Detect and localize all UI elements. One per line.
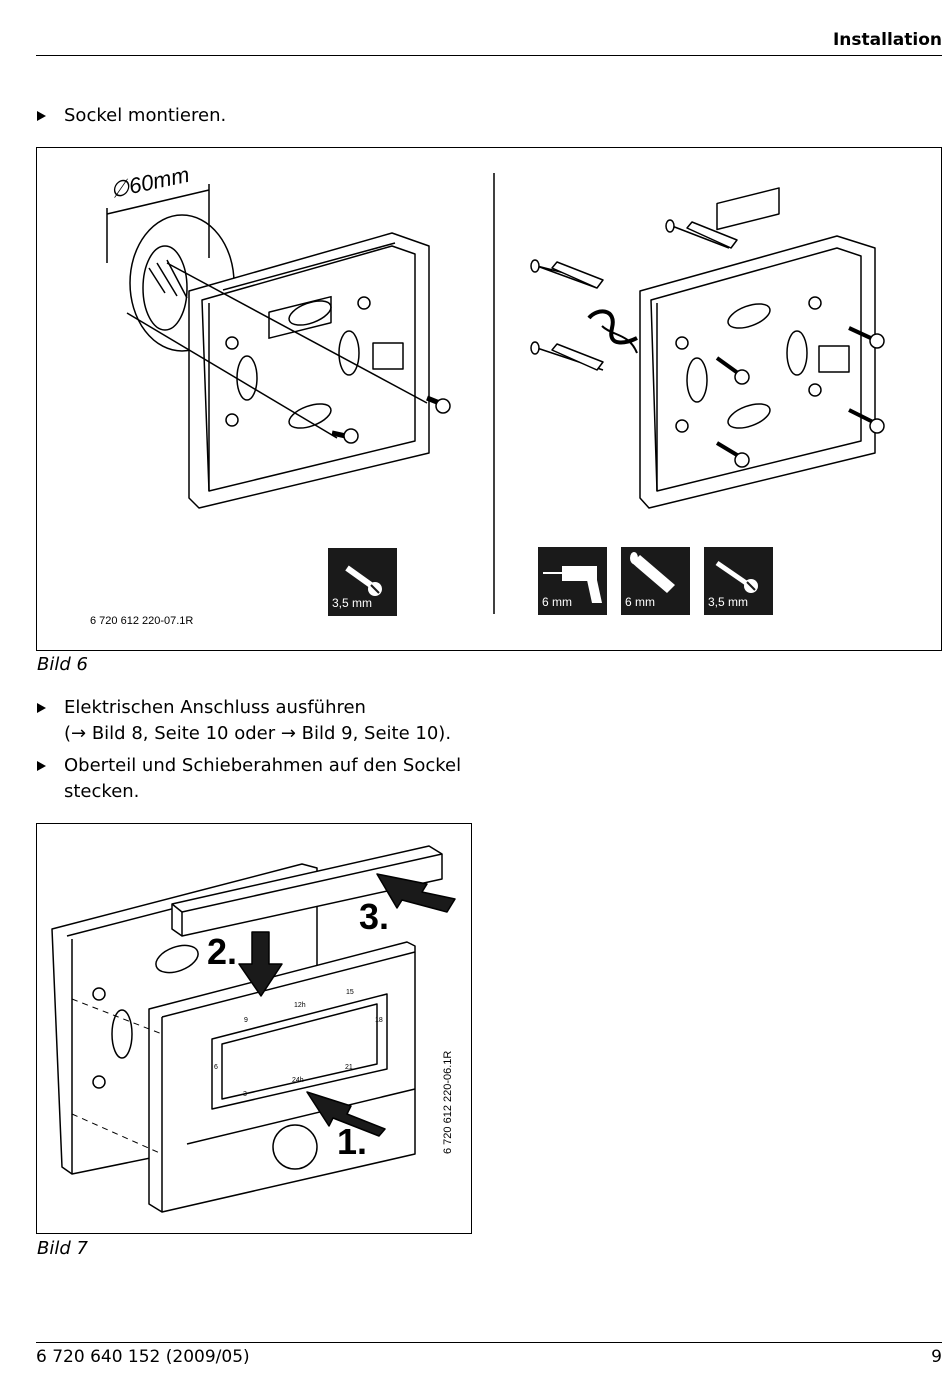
arrow-step-2: [238, 931, 283, 997]
dowel-1: [530, 259, 604, 289]
footer-rule: [36, 1342, 942, 1343]
step-top-part: Oberteil und Schieberahmen auf den Socke…: [37, 753, 537, 805]
step-top-part-line2: stecken.: [64, 781, 140, 802]
screw-size-label: 3,5 mm: [332, 596, 372, 610]
arrow-step-1: [306, 1091, 386, 1137]
wood-screw-icon: [715, 560, 758, 593]
bullet-triangle-icon: [37, 703, 46, 713]
rotary-knob: [272, 1124, 318, 1170]
figure-7-code: 6 720 612 220-06.1R: [442, 1051, 454, 1154]
figure-6: ∅60mm 6 720 612 220-07.1R 3,5 mm 6 mm: [36, 147, 942, 651]
screw-right-3: [848, 326, 885, 349]
dowel-size-label: 6 mm: [625, 595, 655, 609]
dowel-2: [530, 341, 604, 371]
base-plate-left: [126, 232, 430, 509]
document-number: 6 720 640 152 (2009/05): [36, 1347, 250, 1367]
dial-label-24: 24h: [292, 1077, 304, 1084]
dowel-icon: [630, 552, 675, 593]
step-mount: Sockel montieren.: [37, 103, 537, 129]
tool-screw2-box: 3,5 mm: [704, 547, 773, 615]
dial-label-15: 15: [346, 989, 354, 996]
figure-7-caption: Bild 7: [37, 1238, 88, 1259]
guide-lines: [71, 998, 163, 1155]
dial-label-12: 12h: [294, 1002, 306, 1009]
screw-left-2: [426, 395, 451, 414]
bullet-triangle-icon: [37, 111, 46, 121]
step-2-label: 2.: [207, 931, 237, 972]
page-number: 9: [931, 1347, 942, 1367]
top-part: [148, 941, 416, 1213]
dowel-3: [665, 219, 738, 249]
drill-size-label: 6 mm: [542, 595, 572, 609]
step-top-part-line1: Oberteil und Schieberahmen auf den Socke…: [64, 755, 462, 776]
step-1-label: 1.: [337, 1121, 367, 1162]
base-plate-right: [639, 187, 876, 509]
screw-right-2: [715, 441, 750, 468]
tool-drill-box: 6 mm: [538, 547, 607, 615]
screw-right-4: [848, 408, 885, 434]
screw-icon: [345, 565, 382, 596]
figure-7: 1. 2. 3. 12h 24h 9 15 18 21 6 3 6 720 61…: [36, 823, 472, 1234]
dial-label-21: 21: [345, 1064, 353, 1071]
dial-label-9: 9: [244, 1017, 248, 1024]
figure-7-illustration: 1. 2. 3. 12h 24h 9 15 18 21 6 3 6 720 61…: [51, 845, 456, 1213]
figure-6-illustration: ∅60mm 6 720 612 220-07.1R 3,5 mm 6 mm: [90, 162, 885, 627]
slider-frame: [171, 845, 443, 937]
dial-label-6: 6: [214, 1064, 218, 1071]
step-3-label: 3.: [359, 896, 389, 937]
step-electrical-line2: (→ Bild 8, Seite 10 oder → Bild 9, Seite…: [64, 723, 452, 744]
dial-label-3: 3: [243, 1091, 247, 1098]
screw-left-1: [331, 428, 359, 444]
drill-icon: [543, 566, 602, 603]
wood-screw-size-label: 3,5 mm: [708, 595, 748, 609]
dial-label-18: 18: [375, 1017, 383, 1024]
tool-dowel-box: 6 mm: [621, 547, 690, 615]
screw-right-1: [715, 356, 750, 385]
tool-screw-box: 3,5 mm: [328, 548, 397, 616]
dimension-line: [106, 184, 210, 263]
step-electrical: Elektrischen Anschluss ausführen (→ Bild…: [37, 695, 537, 747]
step-electrical-line1: Elektrischen Anschluss ausführen: [64, 697, 366, 718]
dial-scale: 12h 24h 9 15 18 21 6 3: [214, 989, 383, 1098]
cable: [587, 309, 638, 354]
step-mount-text: Sockel montieren.: [64, 105, 227, 126]
arrow-step-3: [376, 873, 456, 913]
figure-6-code: 6 720 612 220-07.1R: [90, 615, 193, 627]
bullet-triangle-icon: [37, 761, 46, 771]
header-rule: [36, 55, 942, 56]
figure-6-caption: Bild 6: [37, 654, 88, 675]
running-header: Installation: [832, 30, 942, 50]
